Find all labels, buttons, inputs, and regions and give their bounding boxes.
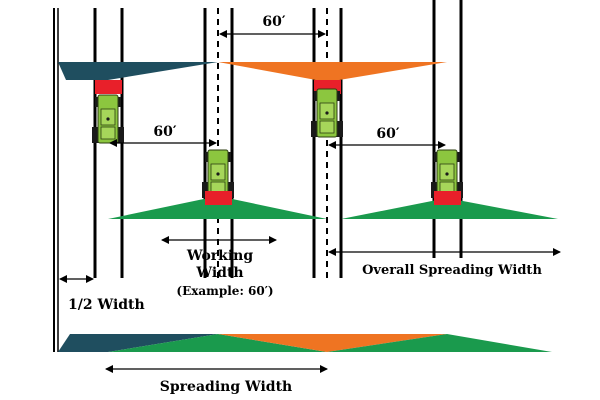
- tractor-right: [430, 149, 464, 205]
- tractor-middle: [201, 149, 235, 205]
- working-example-label: (Example: 60′): [176, 284, 273, 298]
- teal-spread-fan-top: [58, 62, 218, 80]
- dim-label-top: 60′: [262, 14, 285, 30]
- green-spread-fan-right: [341, 198, 558, 219]
- dim-label-right: 60′: [376, 126, 399, 142]
- green-spread-fan-middle: [108, 196, 327, 219]
- bottom-spread-fans: [58, 334, 552, 352]
- orange-spread-fan-top: [218, 62, 447, 82]
- spreading-width-label: Spreading Width: [160, 379, 292, 395]
- overall-spreading-width-label: Overall Spreading Width: [362, 263, 542, 278]
- half-width-label: 1/2 Width: [68, 297, 145, 313]
- dimension-arrows: [59, 30, 561, 373]
- center-lines: [217, 8, 328, 278]
- working-width-label: Working: [186, 248, 253, 264]
- working-width-label-2: Width: [195, 265, 243, 281]
- tractor-left: [91, 80, 125, 144]
- tractor-center-top: [310, 80, 344, 138]
- dim-label-left: 60′: [153, 124, 176, 140]
